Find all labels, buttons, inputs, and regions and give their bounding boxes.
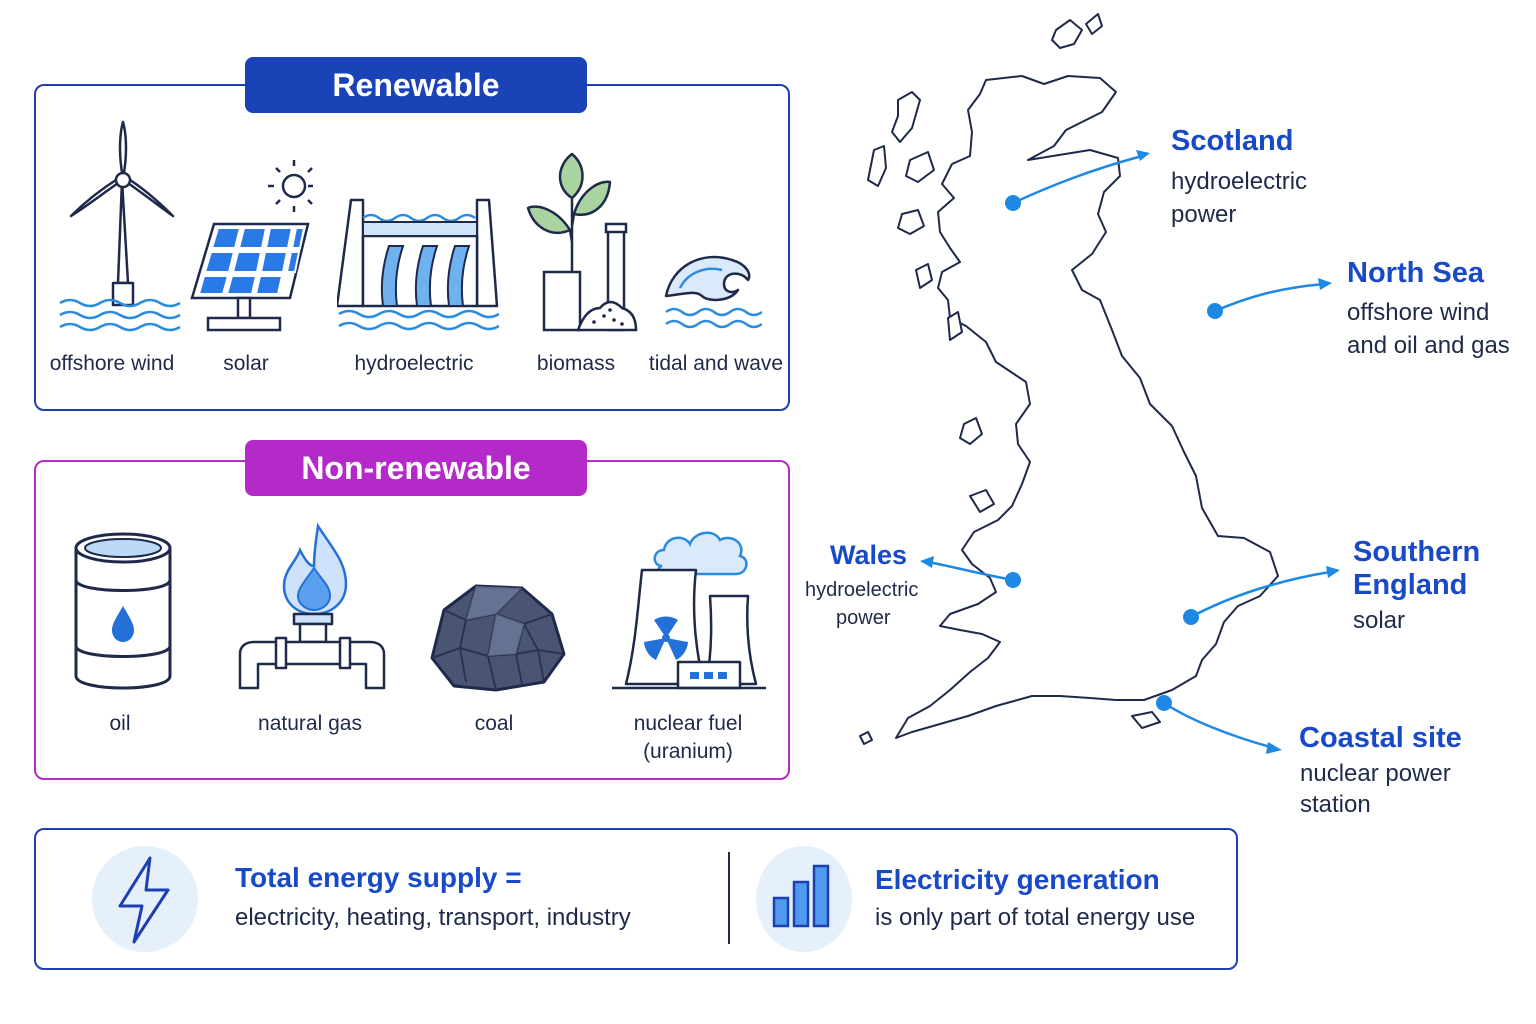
summary-divider (728, 852, 730, 944)
total-energy-title: Total energy supply = (235, 862, 522, 893)
island-lewis (891, 91, 921, 143)
coal-icon (430, 584, 566, 692)
marker-coastal-site (1156, 695, 1172, 711)
region-scotland: Scotland (1171, 125, 1294, 157)
wave-icon (664, 255, 762, 329)
marker-north-sea (1207, 303, 1223, 319)
island-scilly (859, 731, 873, 745)
gas-flame-icon (238, 522, 386, 690)
wind-turbine-icon (59, 120, 181, 332)
region-wales-line1: hydroelectric (805, 579, 919, 601)
region-southern-england-line1: solar (1353, 607, 1406, 634)
label-oil: oil (109, 712, 131, 735)
island-anglesey (969, 489, 995, 513)
region-coastal-site: Coastal site (1299, 722, 1462, 754)
island-orkney (1051, 19, 1083, 49)
region-wales-line2: power (836, 607, 891, 629)
label-solar: solar (223, 352, 269, 375)
island-wight (1131, 711, 1161, 729)
region-scotland-line2: power (1171, 201, 1237, 228)
marker-wales (1005, 572, 1021, 588)
region-north-sea-line1: offshore wind (1347, 299, 1490, 326)
island-man (959, 417, 983, 445)
region-north-sea: North Sea (1347, 257, 1484, 289)
region-coastal-site-line2: station (1300, 791, 1371, 818)
lightning-icon (118, 856, 170, 944)
label-natural-gas: natural gas (258, 712, 362, 735)
electricity-generation-title: Electricity generation (875, 864, 1160, 895)
oil-barrel-icon (74, 532, 172, 690)
label-biomass: biomass (536, 352, 616, 375)
label-nuclear-fuel: nuclear fuel (633, 712, 743, 735)
marker-scotland (1005, 195, 1021, 211)
region-england: England (1353, 569, 1468, 601)
label-uranium: (uranium) (643, 740, 733, 763)
uk-map (859, 13, 1340, 754)
label-offshore-wind: offshore wind (49, 352, 175, 375)
region-coastal-site-line1: nuclear power (1300, 760, 1451, 787)
island-arran (947, 311, 963, 341)
solar-panel-icon (190, 160, 313, 332)
island-skye (905, 151, 935, 183)
island-uist (867, 145, 887, 187)
bar-chart-icon (772, 864, 830, 928)
region-southern: Southern (1353, 536, 1481, 568)
plant-icon (526, 152, 638, 332)
island-islay (915, 263, 933, 289)
cooling-tower-icon (612, 531, 766, 690)
non-renewable-title: Non-renewable (245, 440, 587, 496)
label-tidal-and-wave: tidal and wave (648, 352, 784, 375)
dam-icon (337, 198, 499, 331)
island-shetland (1085, 13, 1103, 35)
summary-panel (34, 828, 1238, 970)
label-coal: coal (474, 712, 514, 735)
electricity-generation-text: is only part of total energy use (875, 904, 1196, 931)
region-wales: Wales (830, 540, 908, 570)
island-mull (897, 209, 925, 235)
label-hydroelectric: hydroelectric (354, 352, 474, 375)
region-north-sea-line2: and oil and gas (1347, 332, 1510, 359)
renewable-title: Renewable (245, 57, 587, 113)
region-scotland-line1: hydroelectric (1171, 168, 1308, 195)
marker-southern-england (1183, 609, 1199, 625)
total-energy-text: electricity, heating, transport, industr… (235, 904, 631, 931)
